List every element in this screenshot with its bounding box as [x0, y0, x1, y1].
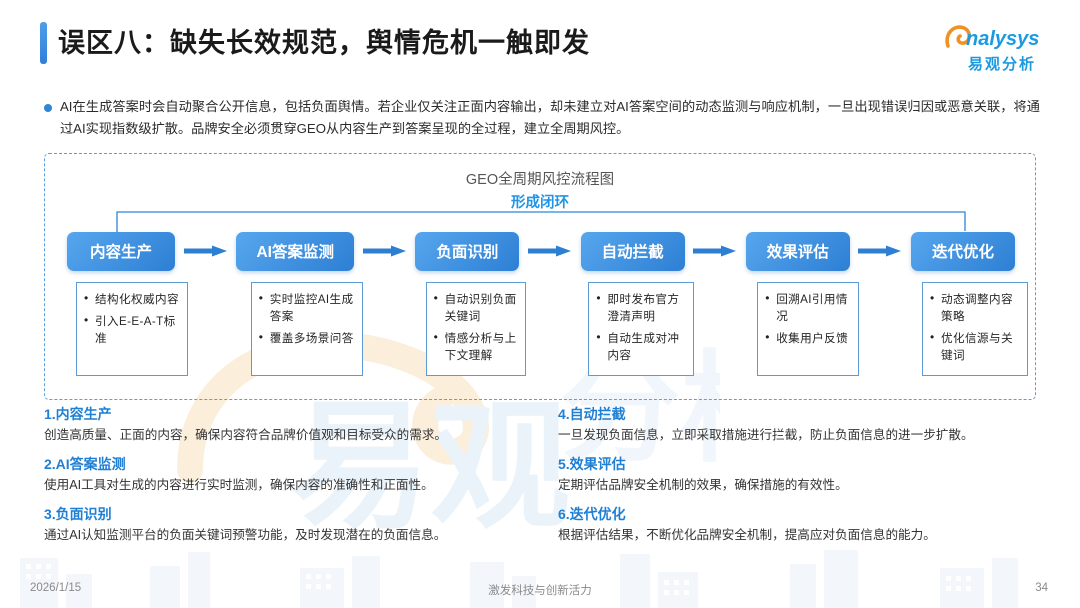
- flow-detail-slot: 结构化权威内容引入E-E-A-T标准: [67, 282, 197, 376]
- step-description-heading: 1.内容生产: [44, 406, 112, 422]
- flow-arrow-icon: [175, 244, 236, 258]
- detail-list-item: 优化信源与关键词: [928, 329, 1020, 364]
- step-description-heading: 4.自动拦截: [558, 406, 626, 422]
- bullet-dot-icon: [44, 104, 52, 112]
- step-description-5: 5.效果评估定期评估品牌安全机制的效果，确保措施的有效性。: [558, 454, 1036, 495]
- flow-detail-row: 结构化权威内容引入E-E-A-T标准实时监控AI生成答案覆盖多场景问答自动识别负…: [45, 282, 1037, 382]
- step-description-body: 通过AI认知监测平台的负面关键词预警功能，及时发现潜在的负面信息。: [44, 528, 447, 542]
- detail-list-item: 实时监控AI生成答案: [257, 290, 355, 325]
- detail-list-item: 自动生成对冲内容: [594, 329, 686, 364]
- detail-list-item: 动态调整内容策略: [928, 290, 1020, 325]
- step-description-heading: 3.负面识别: [44, 506, 112, 522]
- lead-paragraph-text: AI在生成答案时会自动聚合公开信息，包括负面舆情。若企业仅关注正面内容输出，却未…: [60, 99, 1040, 136]
- detail-list-item: 情感分析与上下文理解: [432, 329, 518, 364]
- detail-list-item: 回溯AI引用情况: [763, 290, 851, 325]
- flow-node-label: 负面识别: [436, 244, 499, 261]
- step-description-body: 使用AI工具对生成的内容进行实时监测，确保内容的准确性和正面性。: [44, 478, 434, 492]
- flow-node-label: 自动拦截: [601, 244, 664, 261]
- detail-list-item: 自动识别负面关键词: [432, 290, 518, 325]
- flow-detail-slot: 回溯AI引用情况收集用户反馈: [748, 282, 868, 376]
- diagram-subtitle: 形成闭环: [511, 195, 569, 211]
- footer-page-number: 34: [1035, 582, 1048, 594]
- step-descriptions: 1.内容生产创造高质量、正面的内容，确保内容符合品牌价值观和目标受众的需求。 2.…: [44, 404, 1036, 562]
- step-description-heading: 5.效果评估: [558, 456, 626, 472]
- step-description-2: 2.AI答案监测使用AI工具对生成的内容进行实时监测，确保内容的准确性和正面性。: [44, 454, 522, 495]
- flow-detail-box-4: 即时发布官方澄清声明自动生成对冲内容: [588, 282, 695, 376]
- descriptions-right-column: 4.自动拦截一旦发现负面信息，立即采取措施进行拦截，防止负面信息的进一步扩散。 5…: [558, 404, 1036, 562]
- flow-arrow-icon: [850, 244, 911, 258]
- step-description-body: 定期评估品牌安全机制的效果，确保措施的有效性。: [558, 478, 848, 492]
- flow-node-1[interactable]: 内容生产: [67, 231, 175, 271]
- flow-node-6[interactable]: 迭代优化: [911, 231, 1016, 271]
- footer-slogan: 激发科技与创新活力: [488, 585, 592, 597]
- flow-detail-box-3: 自动识别负面关键词情感分析与上下文理解: [425, 282, 526, 376]
- detail-list-item: 结构化权威内容: [82, 290, 180, 308]
- detail-list-item: 收集用户反馈: [763, 329, 851, 347]
- step-description-heading: 2.AI答案监测: [44, 456, 126, 472]
- flow-node-label: 迭代优化: [932, 244, 995, 261]
- flow-detail-slot: 实时监控AI生成答案覆盖多场景问答: [242, 282, 372, 376]
- slide-footer: 2026/1/15 激发科技与创新活力 34: [0, 574, 1080, 608]
- step-description-heading: 6.迭代优化: [558, 506, 626, 522]
- flow-node-4[interactable]: 自动拦截: [580, 231, 685, 271]
- flow-detail-slot: 即时发布官方澄清声明自动生成对冲内容: [579, 282, 703, 376]
- logo-subtitle: 易观分析: [967, 56, 1036, 73]
- step-description-body: 根据评估结果，不断优化品牌安全机制，提高应对负面信息的能力。: [558, 528, 936, 542]
- flow-node-row: 内容生产 AI答案监测 负面识别 自动拦截 效果评估 迭代优化: [45, 231, 1037, 271]
- flow-arrow-icon: [519, 244, 580, 258]
- flow-arrow-icon: [354, 244, 415, 258]
- detail-list-item: 即时发布官方澄清声明: [594, 290, 686, 325]
- page-title: 误区八：缺失长效规范，舆情危机一触即发: [58, 28, 590, 58]
- step-description-1: 1.内容生产创造高质量、正面的内容，确保内容符合品牌价值观和目标受众的需求。: [44, 404, 522, 445]
- step-description-3: 3.负面识别通过AI认知监测平台的负面关键词预警功能，及时发现潜在的负面信息。: [44, 504, 522, 545]
- flow-node-label: 效果评估: [766, 244, 829, 261]
- flow-detail-box-5: 回溯AI引用情况收集用户反馈: [757, 282, 860, 376]
- flow-node-label: 内容生产: [89, 244, 152, 261]
- step-description-6: 6.迭代优化根据评估结果，不断优化品牌安全机制，提高应对负面信息的能力。: [558, 504, 1036, 545]
- step-description-4: 4.自动拦截一旦发现负面信息，立即采取措施进行拦截，防止负面信息的进一步扩散。: [558, 404, 1036, 445]
- flow-arrow-icon: [685, 244, 746, 258]
- flow-node-3[interactable]: 负面识别: [415, 231, 520, 271]
- lead-paragraph: AI在生成答案时会自动聚合公开信息，包括负面舆情。若企业仅关注正面内容输出，却未…: [40, 96, 1040, 140]
- analysys-logo-icon: nalysys: [945, 25, 1039, 50]
- step-description-body: 一旦发现负面信息，立即采取措施进行拦截，防止负面信息的进一步扩散。: [558, 428, 974, 442]
- flow-detail-slot: 自动识别负面关键词情感分析与上下文理解: [417, 282, 535, 376]
- flow-detail-box-6: 动态调整内容策略优化信源与关键词: [921, 282, 1028, 376]
- flow-detail-slot: 动态调整内容策略优化信源与关键词: [913, 282, 1037, 376]
- detail-list-item: 覆盖多场景问答: [257, 329, 355, 347]
- svg-text:nalysys: nalysys: [966, 28, 1039, 50]
- flow-node-5[interactable]: 效果评估: [745, 231, 850, 271]
- step-description-body: 创造高质量、正面的内容，确保内容符合品牌价值观和目标受众的需求。: [44, 428, 447, 442]
- title-accent-bar: [40, 22, 47, 64]
- flow-detail-box-2: 实时监控AI生成答案覆盖多场景问答: [250, 282, 363, 376]
- descriptions-left-column: 1.内容生产创造高质量、正面的内容，确保内容符合品牌价值观和目标受众的需求。 2.…: [44, 404, 522, 562]
- detail-list-item: 引入E-E-A-T标准: [82, 312, 180, 347]
- slide-header: 误区八：缺失长效规范，舆情危机一触即发 nalysys 易观分析: [0, 0, 1080, 86]
- diagram-panel: GEO全周期风控流程图 形成闭环 内容生产 AI答案监测 负面识别 自动拦截 效果评估 迭…: [44, 153, 1036, 400]
- flow-node-2[interactable]: AI答案监测: [236, 231, 355, 271]
- flow-node-label: AI答案监测: [256, 244, 334, 261]
- diagram-title: GEO全周期风控流程图: [465, 172, 615, 188]
- flow-detail-box-1: 结构化权威内容引入E-E-A-T标准: [76, 282, 188, 376]
- brand-logo: nalysys 易观分析: [942, 22, 1062, 74]
